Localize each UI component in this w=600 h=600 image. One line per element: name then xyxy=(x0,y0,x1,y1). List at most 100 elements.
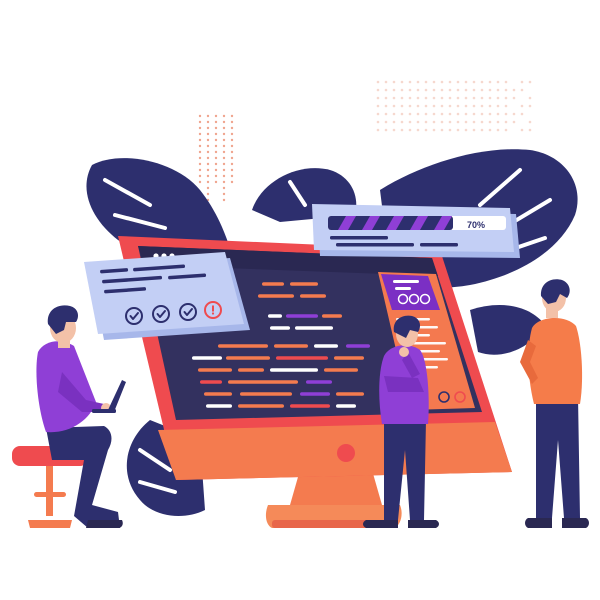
decorative-dot xyxy=(480,120,484,124)
stool-ring xyxy=(34,492,66,497)
decorative-dot xyxy=(376,128,380,132)
check-circle-icon[interactable] xyxy=(438,391,450,403)
dot-grid-right xyxy=(376,80,532,132)
decorative-dot xyxy=(400,120,404,124)
code-line xyxy=(286,314,318,318)
decorative-dot xyxy=(214,162,218,166)
code-line xyxy=(218,344,268,348)
decorative-dot xyxy=(230,114,234,118)
decorative-dot xyxy=(230,126,234,130)
decorative-dot xyxy=(392,128,396,132)
decorative-dot xyxy=(440,128,444,132)
decorative-dot xyxy=(424,120,428,124)
decorative-dot xyxy=(222,180,226,184)
decorative-dot xyxy=(520,80,524,84)
alert-circle-icon[interactable] xyxy=(204,301,222,319)
decorative-dot xyxy=(400,88,404,92)
decorative-dot xyxy=(206,114,210,118)
decorative-dot xyxy=(528,120,532,124)
code-line xyxy=(314,344,338,348)
decorative-dot xyxy=(392,88,396,92)
decorative-dot xyxy=(384,80,388,84)
decorative-dot xyxy=(416,128,420,132)
decorative-dot xyxy=(230,174,234,178)
decorative-dot xyxy=(198,138,202,142)
person-sitting-shoe xyxy=(86,520,123,528)
monitor-power-button[interactable] xyxy=(337,444,355,462)
check-circle-icon[interactable] xyxy=(152,305,170,323)
stand-neck xyxy=(290,470,382,505)
progress-percent-label: 70% xyxy=(467,220,485,230)
check-circle-icon[interactable] xyxy=(179,303,197,321)
decorative-dot xyxy=(376,104,380,108)
decorative-dot xyxy=(432,80,436,84)
decorative-dot xyxy=(520,88,524,92)
check-circle-icon[interactable] xyxy=(125,307,143,325)
side-panel-bottom-icons xyxy=(438,391,466,403)
decorative-dot xyxy=(456,96,460,100)
decorative-dot xyxy=(480,104,484,108)
decorative-dot xyxy=(222,198,226,202)
decorative-dot xyxy=(528,104,532,108)
decorative-dot xyxy=(230,168,234,172)
decorative-dot xyxy=(448,96,452,100)
decorative-dot xyxy=(440,88,444,92)
code-line xyxy=(346,344,370,348)
decorative-dot xyxy=(480,128,484,132)
decorative-dot xyxy=(512,120,516,124)
decorative-dot xyxy=(456,80,460,84)
decorative-dot xyxy=(198,162,202,166)
decorative-dot xyxy=(384,88,388,92)
decorative-dot xyxy=(206,156,210,160)
decorative-dot xyxy=(504,120,508,124)
decorative-dot xyxy=(206,180,210,184)
code-line xyxy=(192,356,222,360)
decorative-dot xyxy=(222,114,226,118)
decorative-dot xyxy=(448,104,452,108)
progress-panel: 70% xyxy=(312,204,520,258)
decorative-dot xyxy=(230,120,234,124)
decorative-dot xyxy=(512,112,516,116)
decorative-dot xyxy=(214,126,218,130)
decorative-dot xyxy=(464,88,468,92)
decorative-dot xyxy=(424,104,428,108)
code-line xyxy=(336,404,356,408)
decorative-dot xyxy=(198,156,202,160)
decorative-dot xyxy=(504,104,508,108)
decorative-dot xyxy=(480,80,484,84)
decorative-dot xyxy=(214,138,218,142)
check-circle-icon[interactable] xyxy=(419,293,431,305)
decorative-dot xyxy=(206,150,210,154)
laptop-base xyxy=(92,409,116,413)
leaf-right-bottom xyxy=(470,305,545,355)
code-line xyxy=(334,356,364,360)
decorative-dot xyxy=(214,132,218,136)
decorative-dot xyxy=(472,120,476,124)
code-line xyxy=(295,326,333,330)
code-line xyxy=(262,282,284,286)
check-circle-icon[interactable] xyxy=(397,293,409,305)
decorative-dot xyxy=(206,138,210,142)
decorative-dot xyxy=(456,88,460,92)
leaf-vein xyxy=(138,448,172,472)
decorative-dot xyxy=(520,104,524,108)
decorative-dot xyxy=(520,112,524,116)
code-line xyxy=(238,404,284,408)
decorative-dot xyxy=(222,144,226,148)
monitor-stand xyxy=(265,470,402,528)
code-line xyxy=(336,392,364,396)
decorative-dot xyxy=(222,132,226,136)
decorative-dot xyxy=(512,88,516,92)
decorative-dot xyxy=(214,150,218,154)
check-circle-icon[interactable] xyxy=(408,293,420,305)
decorative-dot xyxy=(222,156,226,160)
alert-circle-icon[interactable] xyxy=(454,391,466,403)
decorative-dot xyxy=(440,104,444,108)
decorative-dot xyxy=(464,112,468,116)
decorative-dot xyxy=(520,128,524,132)
decorative-dot xyxy=(496,120,500,124)
decorative-dot xyxy=(440,96,444,100)
progress-bar xyxy=(328,216,506,230)
progress-panel-lines xyxy=(330,236,458,247)
code-line xyxy=(290,404,330,408)
